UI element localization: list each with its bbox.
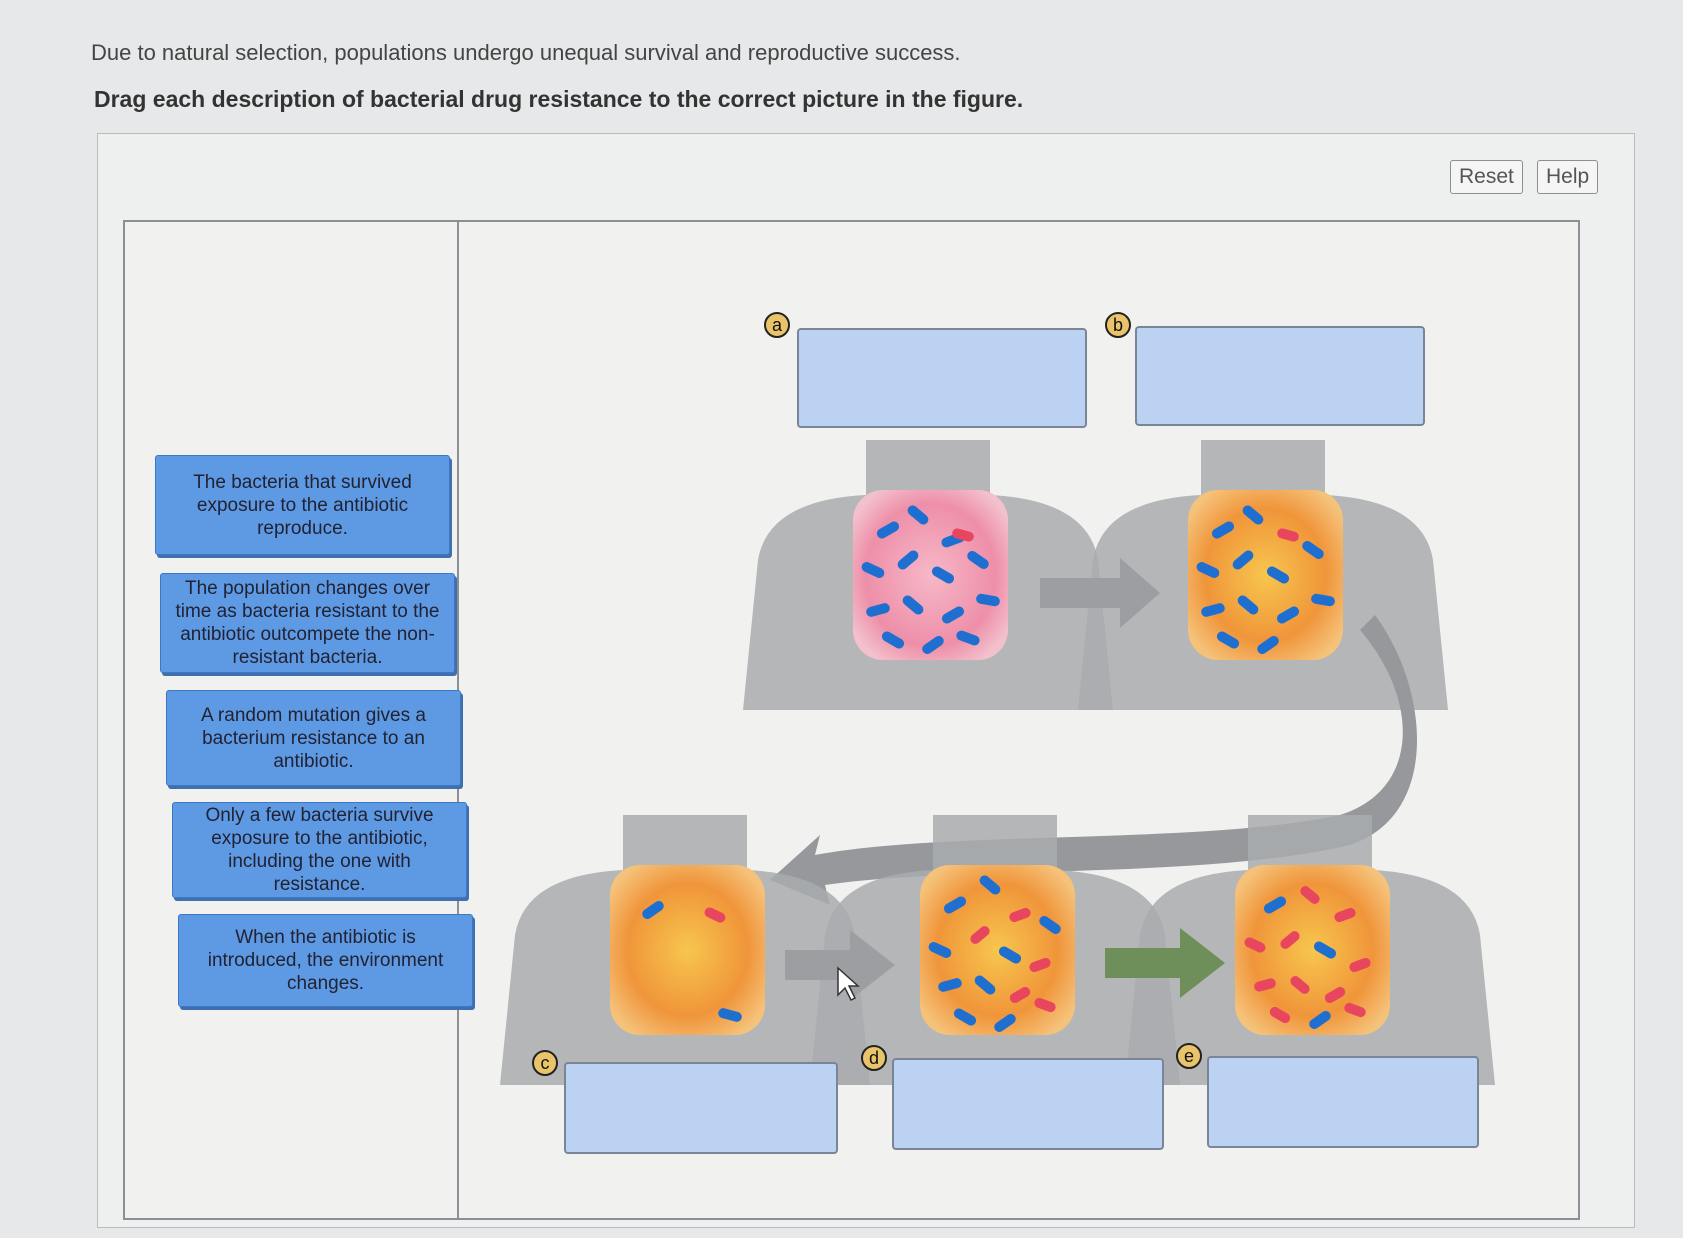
arrow-c-to-d — [785, 930, 895, 1000]
reset-button[interactable]: Reset — [1450, 160, 1523, 194]
arrow-a-to-b — [1040, 558, 1160, 628]
target-letter-e: e — [1176, 1043, 1202, 1069]
body-b — [1078, 440, 1448, 710]
target-letter-d: d — [861, 1045, 887, 1071]
body-d — [810, 815, 1180, 1085]
body-a — [743, 440, 1113, 710]
question-intro: Due to natural selection, populations un… — [91, 40, 961, 65]
tissue-antibiotic — [610, 865, 765, 1035]
label-few-survive[interactable]: Only a few bacteria survive exposure to … — [172, 802, 467, 898]
target-letter-b: b — [1105, 312, 1131, 338]
help-button[interactable]: Help — [1537, 160, 1599, 194]
question-instruction: Drag each description of bacterial drug … — [94, 86, 1024, 112]
body-e — [1125, 815, 1495, 1085]
label-survivors-reproduce[interactable]: The bacteria that survived exposure to t… — [155, 455, 450, 555]
drop-target-d[interactable] — [892, 1058, 1164, 1150]
drop-target-b[interactable] — [1135, 326, 1425, 426]
arrow-d-to-e — [1105, 928, 1225, 998]
drop-target-c[interactable] — [564, 1062, 838, 1154]
drop-target-e[interactable] — [1207, 1056, 1479, 1148]
label-antibiotic-introduced[interactable]: When the antibiotic is introduced, the e… — [178, 914, 473, 1007]
drop-target-a[interactable] — [797, 328, 1087, 428]
body-c — [500, 815, 870, 1085]
mouse-cursor-icon — [837, 966, 860, 1002]
label-population-changes[interactable]: The population changes over time as bact… — [160, 573, 455, 673]
target-letter-c: c — [532, 1050, 558, 1076]
target-letter-a: a — [764, 312, 790, 338]
label-random-mutation[interactable]: A random mutation gives a bacterium resi… — [166, 690, 461, 786]
